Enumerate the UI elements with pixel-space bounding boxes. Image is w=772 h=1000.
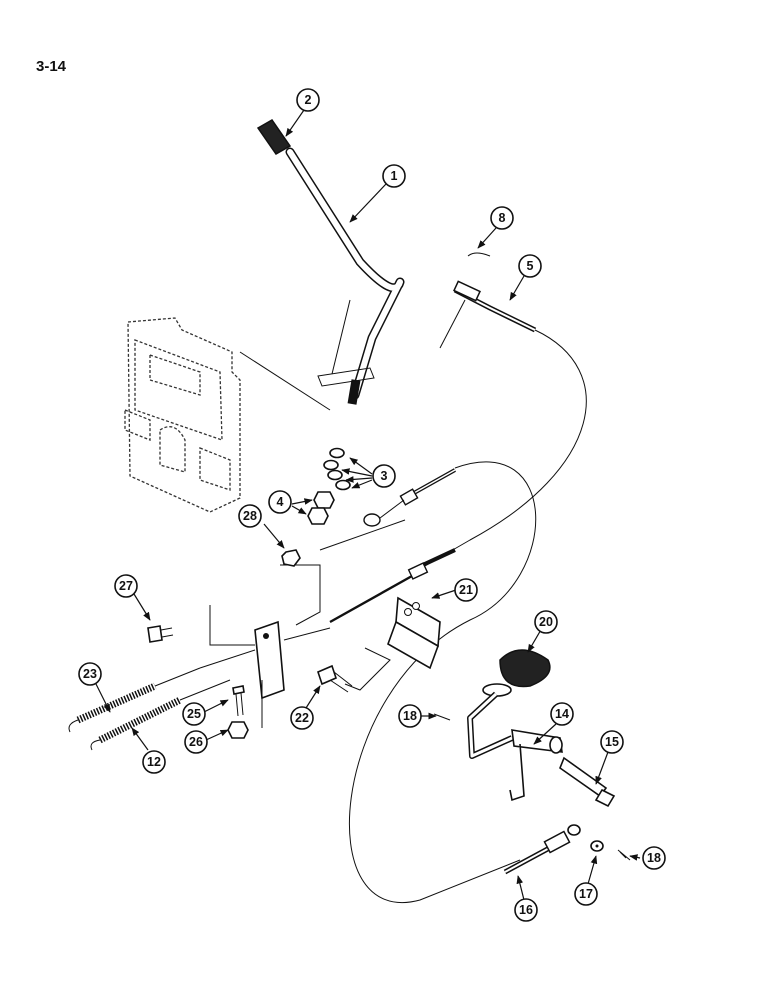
svg-text:14: 14 bbox=[555, 707, 569, 721]
callout-18-lower: 18 bbox=[642, 846, 666, 870]
cable-end bbox=[503, 824, 581, 875]
washers bbox=[323, 447, 351, 491]
callout-3: 3 bbox=[372, 464, 396, 488]
callout-15: 15 bbox=[600, 730, 624, 754]
page-number: 3-14 bbox=[36, 58, 67, 75]
nuts bbox=[307, 491, 335, 525]
svg-text:5: 5 bbox=[527, 259, 534, 273]
washer bbox=[590, 840, 604, 852]
callout-17: 17 bbox=[574, 882, 598, 906]
callout-2: 2 bbox=[296, 88, 320, 112]
callout-25: 25 bbox=[182, 702, 206, 726]
spring-lower bbox=[90, 679, 231, 751]
callout-26: 26 bbox=[184, 730, 208, 754]
callout-23: 23 bbox=[78, 662, 102, 686]
svg-text:4: 4 bbox=[277, 495, 284, 509]
svg-text:12: 12 bbox=[147, 755, 161, 769]
callout-27: 27 bbox=[114, 574, 138, 598]
svg-text:22: 22 bbox=[295, 711, 309, 725]
svg-text:15: 15 bbox=[605, 735, 619, 749]
svg-text:17: 17 bbox=[579, 887, 593, 901]
shift-lever bbox=[285, 147, 405, 405]
callout-14: 14 bbox=[550, 702, 574, 726]
leader-lines bbox=[95, 109, 641, 901]
screw-nut bbox=[227, 721, 249, 739]
pedal-pad bbox=[482, 649, 551, 697]
pedal-cable bbox=[329, 461, 537, 903]
spring-upper bbox=[68, 667, 201, 733]
callout-8: 8 bbox=[490, 206, 514, 230]
bracket-bolt bbox=[147, 625, 174, 643]
callout-5: 5 bbox=[518, 254, 542, 278]
svg-text:20: 20 bbox=[539, 615, 553, 629]
bolt bbox=[317, 664, 353, 693]
callout-1: 1 bbox=[382, 164, 406, 188]
callout-16: 16 bbox=[514, 898, 538, 922]
svg-text:1: 1 bbox=[391, 169, 398, 183]
callout-28: 28 bbox=[238, 504, 262, 528]
cotter-pin-top bbox=[467, 252, 491, 257]
callout-22: 22 bbox=[290, 706, 314, 730]
lock-nut bbox=[281, 549, 301, 567]
callout-21: 21 bbox=[454, 578, 478, 602]
svg-text:2: 2 bbox=[305, 93, 312, 107]
pedal-arm bbox=[467, 691, 563, 802]
screw bbox=[232, 685, 245, 717]
svg-text:18: 18 bbox=[403, 709, 417, 723]
svg-text:18: 18 bbox=[647, 851, 661, 865]
cotter-pin-lower bbox=[617, 849, 631, 861]
pivot-pin bbox=[559, 756, 616, 808]
svg-text:25: 25 bbox=[187, 707, 201, 721]
svg-text:21: 21 bbox=[459, 583, 473, 597]
transmission-housing bbox=[124, 317, 241, 513]
callout-20: 20 bbox=[534, 610, 558, 634]
svg-text:27: 27 bbox=[119, 579, 133, 593]
svg-text:23: 23 bbox=[83, 667, 97, 681]
cable-bracket bbox=[344, 596, 441, 691]
svg-text:28: 28 bbox=[243, 509, 257, 523]
svg-text:16: 16 bbox=[519, 903, 533, 917]
control-bracket bbox=[199, 519, 406, 728]
lever-knob bbox=[256, 119, 292, 155]
svg-text:8: 8 bbox=[499, 211, 506, 225]
callout-12: 12 bbox=[142, 750, 166, 774]
callout-4: 4 bbox=[268, 490, 292, 514]
svg-text:26: 26 bbox=[189, 735, 203, 749]
shift-cable bbox=[417, 280, 587, 571]
callout-18-upper: 18 bbox=[398, 704, 422, 728]
cotter-pin-upper bbox=[433, 713, 451, 721]
svg-text:3: 3 bbox=[381, 469, 388, 483]
